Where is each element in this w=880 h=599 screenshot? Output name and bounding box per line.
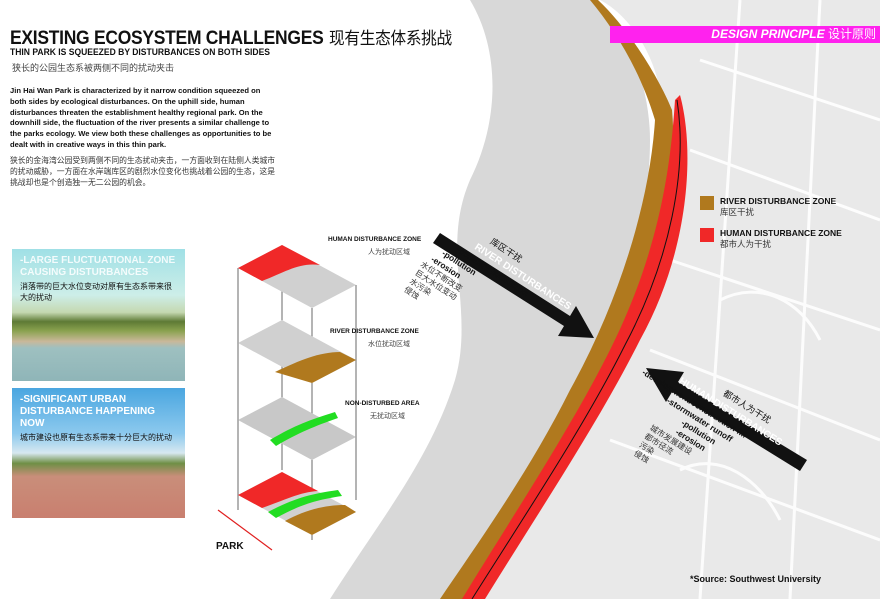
layer-label-non-disturbed-cn: 无扰动区域 xyxy=(370,413,405,420)
layer-label-river: RIVER DISTURBANCE ZONE xyxy=(330,328,419,335)
layer-combined xyxy=(238,472,356,535)
layer-label-river-cn: 水位扰动区域 xyxy=(368,341,410,348)
river-disturbance-zone xyxy=(440,0,674,599)
photo-caption: 消落带的巨大水位变动对原有生态系带来很大的扰动 xyxy=(20,282,172,302)
page-subtitle-cn: 狭长的公园生态系被两侧不同的扰动夹击 xyxy=(12,63,175,73)
urban-disturbance-photo: -SIGNIFICANT URBAN DISTURBANCE HAPPENING… xyxy=(12,388,185,518)
park-label: PARK xyxy=(216,541,244,552)
layer-non-disturbed xyxy=(238,397,356,460)
design-principle-banner[interactable]: DESIGN PRINCIPLE 设计原则 xyxy=(610,26,880,43)
park-boundary xyxy=(471,99,681,599)
river-arrow-icon xyxy=(433,233,594,338)
layer-label-human-cn: 人为扰动区域 xyxy=(368,249,410,256)
river xyxy=(330,0,650,599)
legend-swatch-red xyxy=(700,228,714,242)
photo-caption: 城市建设也原有生态系带来十分巨大的扰动 xyxy=(20,433,172,442)
layer-human xyxy=(238,245,356,308)
park-width-marker xyxy=(217,509,273,551)
source-note: *Source: Southwest University xyxy=(690,574,822,584)
layer-label-human: HUMAN DISTURBANCE ZONE xyxy=(328,236,422,243)
layer-label-non-disturbed: NON-DISTURBED AREA xyxy=(345,400,420,407)
layer-diagram xyxy=(217,245,357,551)
river-fluctuation-photo: -LARGE FLUCTUATIONAL ZONE CAUSING DISTUR… xyxy=(12,249,185,381)
description-en: Jin Hai Wan Park is characterized by it … xyxy=(10,86,272,149)
layer-river xyxy=(238,320,356,383)
description-cn: 狭长的金海湾公园受到两侧不同的生态扰动夹击，一方面收到在陆侧人类城市的扰动威胁，… xyxy=(10,155,276,187)
page-subtitle: THIN PARK IS SQUEEZED BY DISTURBANCES ON… xyxy=(10,47,271,58)
legend-swatch-brown xyxy=(700,196,714,210)
description: Jin Hai Wan Park is characterized by it … xyxy=(10,86,278,188)
photo-heading: -LARGE FLUCTUATIONAL ZONE CAUSING DISTUR… xyxy=(20,255,176,278)
photo-heading: -SIGNIFICANT URBAN DISTURBANCE HAPPENING… xyxy=(20,394,156,429)
street-grid xyxy=(609,0,880,599)
human-arrow-icon xyxy=(646,368,807,471)
